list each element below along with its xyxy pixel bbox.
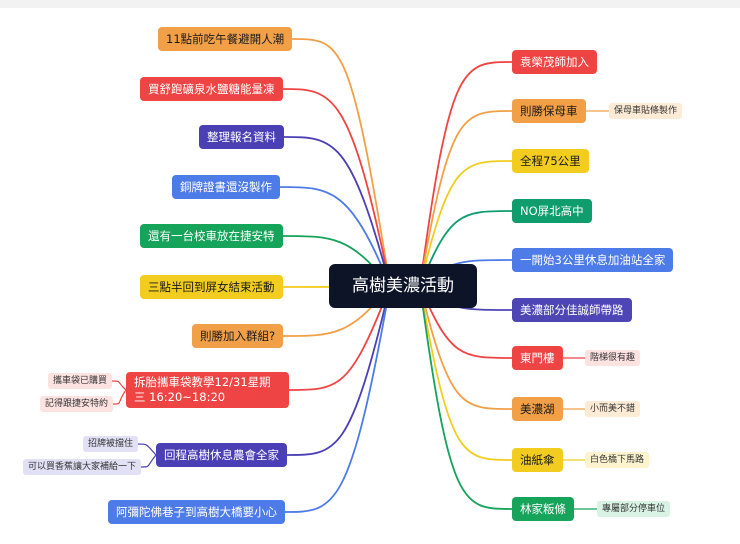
connector-line bbox=[279, 186, 391, 287]
sub-node[interactable]: 記得跟捷安特約 bbox=[40, 396, 114, 412]
branch-node-right[interactable]: 美濃湖 bbox=[512, 397, 563, 421]
branch-node-left[interactable]: 阿彌陀佛巷子到高樹大橋要小心 bbox=[108, 500, 285, 524]
branch-node-right[interactable]: 一開始3公里休息加油站全家 bbox=[512, 248, 674, 272]
connector-line bbox=[419, 160, 513, 287]
branch-node-left[interactable]: 則勝加入群組? bbox=[192, 324, 284, 348]
sub-node[interactable]: 小而美不錯 bbox=[585, 401, 641, 417]
sub-node[interactable]: 專屬部分停車位 bbox=[597, 501, 671, 517]
connector-line bbox=[283, 136, 391, 287]
branch-node-right[interactable]: NO屏北高中 bbox=[512, 199, 592, 223]
sub-node[interactable]: 階梯很有趣 bbox=[585, 350, 641, 366]
branch-node-right[interactable]: 林家粄條 bbox=[512, 497, 574, 521]
connector-line bbox=[419, 210, 513, 287]
connector-line bbox=[288, 285, 391, 391]
connector-line bbox=[112, 389, 127, 405]
connector-line bbox=[419, 285, 513, 461]
branch-node-right[interactable]: 美濃部分佳誠師帶路 bbox=[512, 298, 632, 322]
branch-node-left[interactable]: 銅牌證書還沒製作 bbox=[172, 175, 280, 199]
connector-line bbox=[284, 285, 391, 513]
connector-line bbox=[140, 454, 157, 468]
connector-line bbox=[291, 38, 391, 287]
connector-line bbox=[419, 110, 513, 287]
sub-node[interactable]: 白色橋下馬路 bbox=[585, 452, 650, 468]
sub-node[interactable]: 保母車貼條製作 bbox=[609, 103, 683, 119]
sub-node[interactable]: 招牌被擋住 bbox=[83, 436, 139, 452]
connector-line bbox=[419, 285, 513, 410]
central-topic[interactable]: 高樹美濃活動 bbox=[329, 264, 477, 308]
branch-node-left[interactable]: 回程高樹休息農會全家 bbox=[156, 443, 287, 467]
branch-node-right[interactable]: 袁榮茂師加入 bbox=[512, 50, 597, 74]
branch-node-left[interactable]: 三點半回到屏女結束活動 bbox=[140, 275, 283, 299]
connector-line bbox=[111, 380, 127, 391]
branch-node-left[interactable]: 整理報名資料 bbox=[199, 125, 284, 149]
connector-line bbox=[419, 61, 513, 287]
branch-node-right[interactable]: 東門樓 bbox=[512, 346, 563, 370]
sub-node[interactable]: 可以買香蕉讓大家補給一下 bbox=[23, 459, 142, 475]
branch-node-right[interactable]: 油紙傘 bbox=[512, 448, 563, 472]
connector-line bbox=[137, 443, 157, 456]
connector-line bbox=[419, 285, 513, 510]
branch-node-left[interactable]: 還有一台校車放在捷安特 bbox=[140, 224, 283, 248]
branch-node-left[interactable]: 11點前吃午餐避開人潮 bbox=[158, 27, 293, 51]
branch-node-right[interactable]: 全程75公里 bbox=[512, 149, 589, 173]
branch-node-left[interactable]: 買舒跑礦泉水鹽糖能量凍 bbox=[140, 77, 283, 101]
connector-line bbox=[286, 285, 391, 456]
top-bar bbox=[0, 0, 740, 8]
branch-node-right[interactable]: 則勝保母車 bbox=[512, 99, 586, 123]
connector-line bbox=[281, 88, 391, 287]
sub-node[interactable]: 攜車袋已購買 bbox=[48, 373, 113, 389]
branch-node-left[interactable]: 拆胎攜車袋教學12/31星期三 16:20~18:20 bbox=[126, 372, 289, 408]
